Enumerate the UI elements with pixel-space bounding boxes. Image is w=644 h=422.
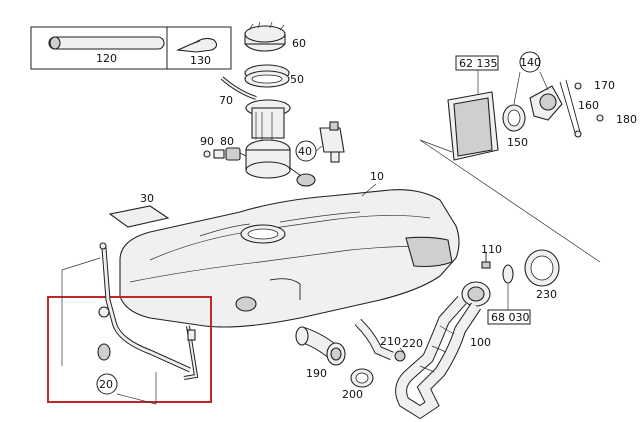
label-40: 40 — [298, 145, 312, 158]
strap-20-icon — [97, 242, 199, 380]
callout-20 — [96, 373, 118, 395]
part-68030-box — [487, 309, 531, 325]
label-150: 150 — [507, 136, 528, 149]
hose-210-icon — [354, 318, 406, 362]
label-120: 120 — [96, 52, 117, 65]
label-60: 60 — [292, 37, 306, 50]
hose-120-icon — [48, 36, 165, 50]
part-130-box: 130 — [166, 26, 232, 70]
label-70: 70 — [219, 94, 233, 107]
fuel-tank-10-icon — [119, 189, 460, 328]
label-160: 160 — [578, 99, 599, 112]
hose-190-icon — [295, 326, 346, 366]
label-200: 200 — [342, 388, 363, 401]
label-210: 210 — [380, 335, 401, 348]
highlight-box — [47, 296, 212, 403]
lid-230-icon — [524, 249, 560, 287]
clip-130-icon — [175, 37, 218, 53]
callout-140 — [519, 51, 541, 73]
label-100: 100 — [470, 336, 491, 349]
label-80: 80 — [220, 135, 234, 148]
pump-80-90-icon — [203, 147, 241, 161]
part-62135-box — [455, 55, 499, 71]
ring-50-icon — [244, 64, 290, 88]
label-50: 50 — [290, 73, 304, 86]
label-90: 90 — [200, 135, 214, 148]
pad-30-icon — [108, 205, 170, 228]
cap-60-icon — [244, 21, 286, 52]
part-120-box: 120 — [30, 26, 168, 70]
label-20: 20 — [99, 378, 113, 391]
label-230: 230 — [536, 288, 557, 301]
sender-140-icon — [502, 71, 604, 138]
label-190: 190 — [306, 367, 327, 380]
label-180: 180 — [616, 113, 637, 126]
filler-neck-100-icon — [395, 281, 491, 420]
label-30: 30 — [140, 192, 154, 205]
label-110: 110 — [481, 243, 502, 256]
label-68030: 68 030 — [491, 311, 530, 324]
label-170: 170 — [594, 79, 615, 92]
label-140: 140 — [520, 56, 541, 69]
module-62135-icon — [447, 70, 499, 161]
label-220: 220 — [402, 337, 423, 350]
seal-70-icon — [220, 76, 257, 100]
clamp-200-icon — [350, 368, 374, 388]
label-10: 10 — [370, 170, 384, 183]
label-62135: 62 135 — [459, 57, 498, 70]
fuel-pump-unit-icon — [233, 99, 316, 187]
bolt-110-icon — [481, 252, 491, 269]
label-130: 130 — [190, 54, 211, 67]
filter-40-icon — [319, 121, 345, 163]
washer-68030-icon — [502, 264, 514, 284]
